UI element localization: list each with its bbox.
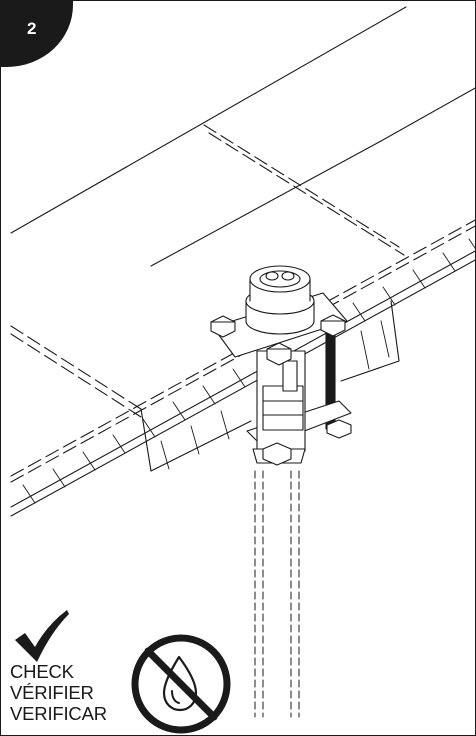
pipe-below: [254, 470, 300, 718]
no-water-drop-icon: [131, 634, 231, 734]
floor-hatching: [22, 238, 475, 504]
floor-slab: [10, 250, 475, 517]
check-label: CHECK VÉRIFIER VERIFICAR: [10, 661, 107, 724]
ceiling-lines: [10, 6, 475, 267]
checkmark-icon: [15, 610, 69, 662]
hidden-edge-lines: [10, 124, 475, 483]
check-label-es: VERIFICAR: [10, 703, 107, 724]
check-label-en: CHECK: [10, 661, 74, 682]
step-number: 2: [27, 19, 37, 38]
check-label-fr: VÉRIFIER: [10, 682, 94, 703]
pipe-fitting: [210, 265, 352, 466]
